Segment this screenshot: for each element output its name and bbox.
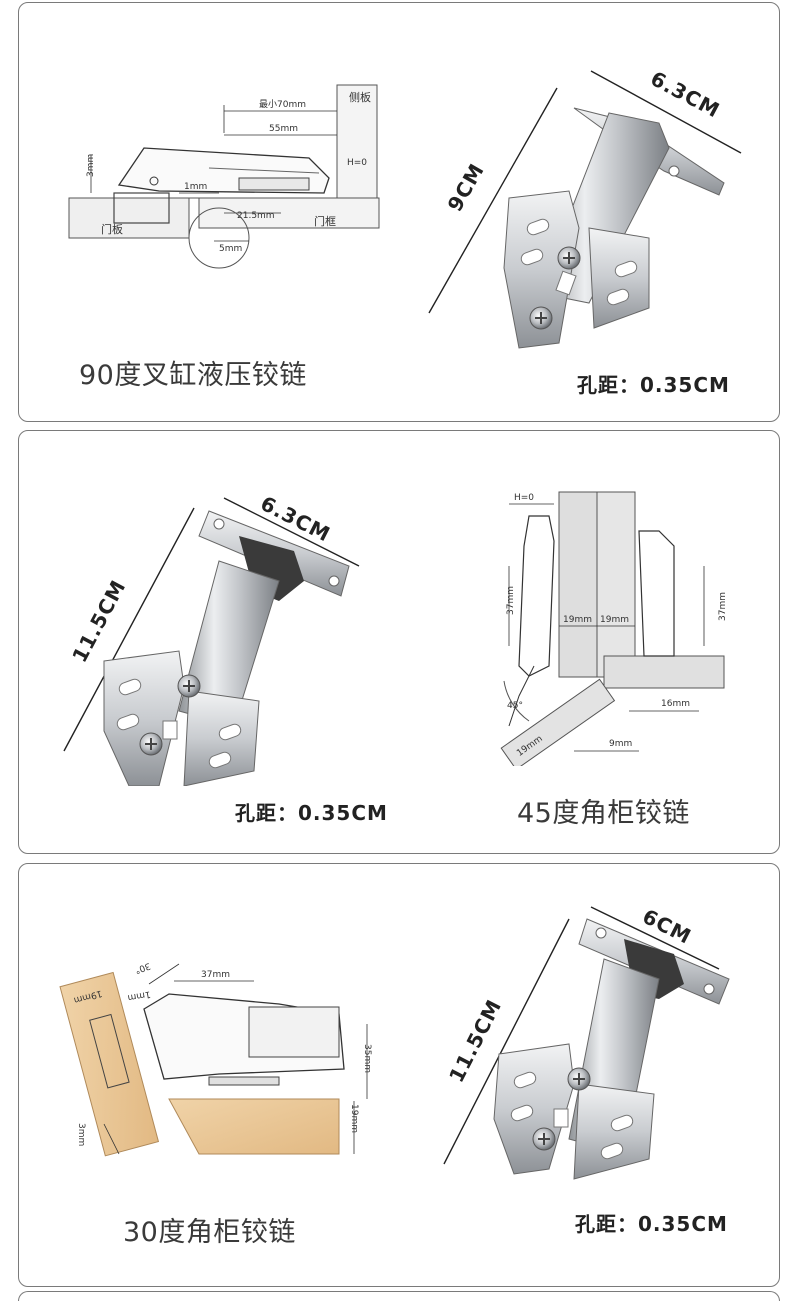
d5-label: 5mm xyxy=(219,244,242,254)
d215-label: 21.5mm xyxy=(237,211,275,221)
side-panel-label: 侧板 xyxy=(349,90,371,104)
hinge-90-width-dim: 6.3CM xyxy=(647,66,725,122)
angle-label: 45° xyxy=(507,701,523,711)
d3-label: 3mm xyxy=(76,1123,86,1146)
d19b-label: 19mm xyxy=(349,1104,359,1133)
hinge-90-photo: 6.3CM 9CM xyxy=(428,66,742,349)
hinge-45-title: 45度角柜铰链 xyxy=(517,798,690,829)
hinge-30-length-dim: 11.5CM xyxy=(444,995,506,1086)
d37a-label: 37mm xyxy=(506,586,516,615)
hinge-30-card: 30° 19mm 1mm 37mm 35mm 19mm 3mm 30度角柜铰链 … xyxy=(18,863,780,1287)
door-panel-label: 门板 xyxy=(101,222,123,236)
hinge-30-hole-spacing: 孔距：0.35CM xyxy=(575,1212,728,1236)
hinge-45-photo: 6.3CM 11.5CM xyxy=(63,491,360,786)
angle-label: 30° xyxy=(133,960,151,975)
hinge-90-hole-spacing: 孔距：0.35CM xyxy=(577,373,730,397)
d19a-label: 19mm xyxy=(563,615,592,625)
hinge-45-diagram: H=0 19mm 45° 37mm 19mm 19mm 37mm 16mm 9m… xyxy=(500,491,728,766)
min-label: 最小70mm xyxy=(259,99,306,110)
d35-label: 35mm xyxy=(362,1044,372,1073)
d55-label: 55mm xyxy=(269,124,298,134)
d19b-label: 19mm xyxy=(600,615,629,625)
h0-label: H=0 xyxy=(347,158,367,168)
hinge-45-card: 6.3CM 11.5CM 孔距：0.35CM H=0 xyxy=(18,430,780,854)
d37b-label: 37mm xyxy=(718,592,728,621)
hinge-90-length-dim: 9CM xyxy=(443,159,490,216)
d1-label: 1mm xyxy=(184,182,207,192)
hinge-30-title: 30度角柜铰链 xyxy=(123,1217,296,1248)
next-card-edge xyxy=(18,1291,780,1301)
hinge-30-width-dim: 6CM xyxy=(639,904,696,949)
hinge-90-title: 90度叉缸液压铰链 xyxy=(79,360,307,391)
hinge-90-diagram: 最小70mm 侧板 55mm H=0 3mm 1mm 门板 21.5mm 门框 … xyxy=(68,84,380,269)
hinge-90-card: 最小70mm 侧板 55mm H=0 3mm 1mm 门板 21.5mm 门框 … xyxy=(18,2,780,422)
d9-label: 9mm xyxy=(609,739,632,749)
h0-label: H=0 xyxy=(514,493,534,503)
hinge-45-length-dim: 11.5CM xyxy=(67,576,130,667)
d1-label: 1mm xyxy=(127,988,152,1002)
door-frame-label: 门框 xyxy=(314,214,336,228)
d16-label: 16mm xyxy=(661,699,690,709)
hinge-30-photo: 6CM 11.5CM xyxy=(443,904,730,1180)
d3-label: 3mm xyxy=(86,154,96,177)
hinge-45-hole-spacing: 孔距：0.35CM xyxy=(235,801,388,825)
d37-label: 37mm xyxy=(201,970,230,980)
hinge-30-diagram: 30° 19mm 1mm 37mm 35mm 19mm 3mm xyxy=(59,960,372,1157)
